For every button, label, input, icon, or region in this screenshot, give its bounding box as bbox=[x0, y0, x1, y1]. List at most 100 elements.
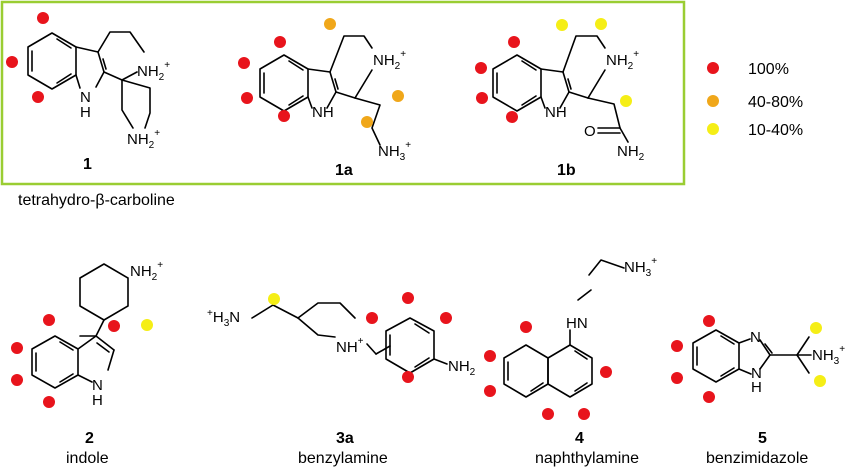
marker-dot-red bbox=[440, 312, 452, 324]
atom-subscript: 3 bbox=[400, 152, 406, 163]
atom-n: N bbox=[80, 89, 91, 106]
atom-label: NH2+ bbox=[606, 49, 639, 72]
atom-nh: NH bbox=[606, 52, 628, 69]
atom-n: N bbox=[92, 377, 103, 394]
marker-dot-red bbox=[402, 292, 414, 304]
atom-h: H bbox=[92, 392, 103, 409]
marker-dot-red bbox=[506, 111, 518, 123]
compound-id-1b: 1b bbox=[557, 162, 576, 179]
compound-5-structure bbox=[692, 329, 812, 383]
compound-3a-structure bbox=[251, 302, 448, 374]
atom-label: N bbox=[80, 89, 91, 106]
atom-label: NH2+ bbox=[137, 60, 170, 83]
atom-n: N bbox=[229, 309, 240, 326]
marker-dot-yellow bbox=[620, 95, 632, 107]
occupancy-markers bbox=[6, 12, 826, 420]
atom-label: H bbox=[80, 104, 91, 121]
atom-subscript: 2 bbox=[639, 152, 645, 163]
marker-dot-red bbox=[11, 342, 23, 354]
compound-id-5: 5 bbox=[758, 430, 767, 447]
atom-nh: NH bbox=[336, 339, 358, 356]
atom-charge: + bbox=[651, 256, 657, 267]
compound-id-1a: 1a bbox=[335, 162, 353, 179]
atom-charge: + bbox=[839, 344, 845, 355]
atom-label: NH bbox=[545, 104, 567, 121]
compound-id-2: 2 bbox=[85, 430, 94, 447]
atom-nh: NH bbox=[312, 104, 334, 121]
atom-label: H bbox=[751, 379, 762, 396]
atom-nh: NH bbox=[378, 143, 400, 160]
marker-dot-red bbox=[43, 396, 55, 408]
atom-nh: NH bbox=[448, 358, 470, 375]
atom-nh: NH bbox=[812, 347, 834, 364]
marker-dot-red bbox=[671, 340, 683, 352]
atom-label: NH2+ bbox=[127, 128, 160, 151]
legend-label: 40-80% bbox=[748, 94, 803, 111]
compound-name-5: benzimidazole bbox=[706, 450, 808, 467]
atom-charge: + bbox=[207, 308, 213, 319]
atom-o: O bbox=[584, 123, 596, 140]
atom-h: H bbox=[80, 104, 91, 121]
atom-label: NH2+ bbox=[373, 49, 406, 72]
atom-label: NH2 bbox=[448, 358, 476, 378]
marker-dot-red bbox=[671, 372, 683, 384]
atom-label: +H3N bbox=[207, 308, 240, 329]
atom-label: H bbox=[92, 392, 103, 409]
legend-swatch-yellow bbox=[707, 123, 719, 135]
atom-subscript: 2 bbox=[470, 367, 476, 378]
legend-swatch-red bbox=[707, 62, 719, 74]
atom-subscript: 2 bbox=[395, 61, 401, 72]
atom-charge: + bbox=[358, 336, 364, 347]
atom-charge: + bbox=[405, 140, 411, 151]
atom-nh: NH bbox=[545, 104, 567, 121]
compound-name-4: naphthylamine bbox=[535, 450, 639, 467]
marker-dot-yellow bbox=[141, 319, 153, 331]
marker-dot-red bbox=[6, 56, 18, 68]
atom-subscript: 2 bbox=[159, 72, 165, 83]
marker-dot-red bbox=[475, 62, 487, 74]
atom-charge: + bbox=[154, 128, 160, 139]
atom-h: H bbox=[213, 309, 224, 326]
marker-dot-red bbox=[484, 350, 496, 362]
atom-label: N bbox=[92, 377, 103, 394]
atom-subscript: 3 bbox=[834, 356, 840, 367]
marker-dot-orange bbox=[324, 18, 336, 30]
atom-label: NH3+ bbox=[378, 140, 411, 163]
atom-label: NH bbox=[312, 104, 334, 121]
marker-dot-red bbox=[600, 366, 612, 378]
atom-subscript: 3 bbox=[646, 268, 652, 279]
atom-label: NH2 bbox=[617, 143, 645, 163]
atom-n: N bbox=[750, 329, 761, 346]
legend: 100% 40-80% 10-40% bbox=[707, 61, 803, 139]
marker-dot-red bbox=[274, 36, 286, 48]
compound-2-structure bbox=[31, 263, 129, 389]
marker-dot-red bbox=[366, 312, 378, 324]
marker-dot-red bbox=[402, 371, 414, 383]
marker-dot-red bbox=[11, 374, 23, 386]
marker-dot-red bbox=[37, 12, 49, 24]
compound-name-2: indole bbox=[66, 450, 109, 467]
atom-label: N bbox=[751, 365, 762, 382]
marker-dot-red bbox=[278, 110, 290, 122]
legend-swatch-orange bbox=[707, 95, 719, 107]
compound-1a-structure bbox=[259, 35, 381, 146]
marker-dot-red bbox=[484, 385, 496, 397]
atom-nh: NH bbox=[137, 63, 159, 80]
atom-label: N bbox=[750, 329, 761, 346]
group-label: tetrahydro-β-carboline bbox=[18, 192, 175, 209]
marker-dot-red bbox=[520, 321, 532, 333]
atom-hn: HN bbox=[566, 315, 588, 332]
atom-charge: + bbox=[400, 49, 406, 60]
marker-dot-orange bbox=[361, 116, 373, 128]
compound-1-structure bbox=[27, 31, 151, 129]
compound-name-3a: benzylamine bbox=[298, 450, 388, 467]
marker-dot-red bbox=[578, 408, 590, 420]
marker-dot-red bbox=[703, 391, 715, 403]
compound-1b-structure bbox=[492, 35, 629, 143]
marker-dot-red bbox=[703, 315, 715, 327]
marker-dot-yellow bbox=[595, 18, 607, 30]
marker-dot-red bbox=[32, 91, 44, 103]
marker-dot-yellow bbox=[814, 375, 826, 387]
marker-dot-red bbox=[241, 92, 253, 104]
